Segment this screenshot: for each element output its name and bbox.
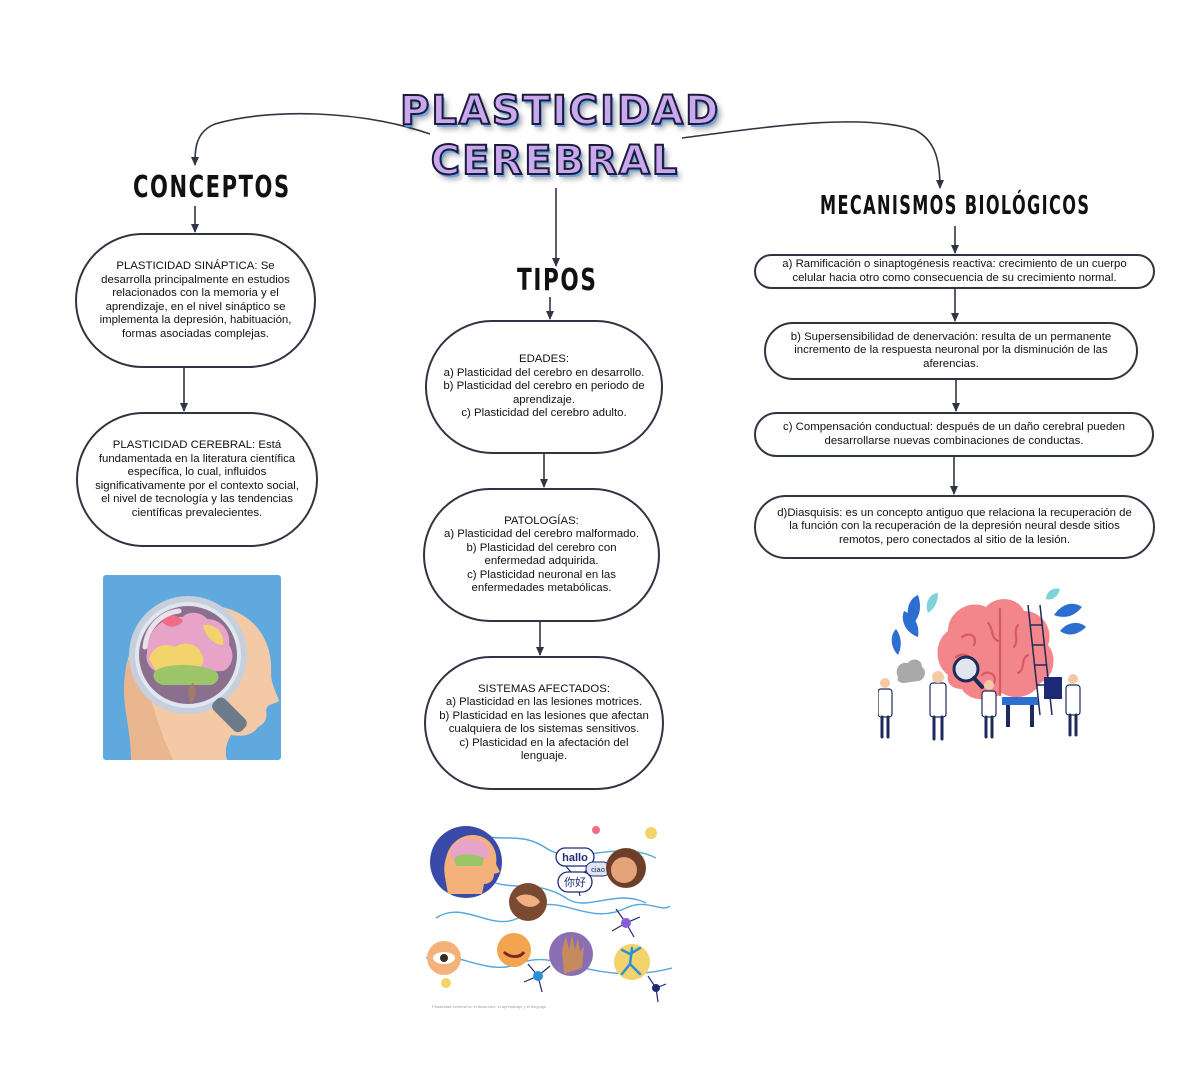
tipo-item: b) Plasticidad en las lesiones que afect… bbox=[439, 709, 649, 736]
tipo-item: c) Plasticidad neuronal en las enfermeda… bbox=[467, 568, 616, 595]
language-neurons-illustration: hallo ciao 你好 Plasticidad cerebral en el… bbox=[426, 818, 672, 1012]
scientists-brain-illustration bbox=[878, 585, 1090, 745]
tipo-title: PATOLOGÍAS: bbox=[504, 514, 579, 527]
mecanismo-node-diasquisis: d)Diasquisis: es un concepto antiguo que… bbox=[754, 495, 1155, 559]
mecanismo-text: a) Ramificación o sinaptogénesis reactiv… bbox=[782, 258, 1127, 284]
tipo-node-patologias: PATOLOGÍAS: a) Plasticidad del cerebro m… bbox=[423, 488, 660, 622]
heading-mecanismos: MECANISMOS BIOLÓGICOS bbox=[820, 191, 1091, 221]
concepto-node-cerebral: PLASTICIDAD CEREBRAL: Está fundamentada … bbox=[76, 412, 318, 547]
brain-magnifier-illustration bbox=[103, 575, 281, 760]
title-line-1: PLASTICIDAD bbox=[399, 87, 721, 135]
diagram-title: PLASTICIDAD CEREBRAL bbox=[399, 86, 721, 186]
concepto-text: PLASTICIDAD CEREBRAL: Está fundamentada … bbox=[95, 439, 299, 519]
mecanismo-node-compensacion: c) Compensación conductual: después de u… bbox=[754, 412, 1154, 457]
tipo-node-edades: EDADES: a) Plasticidad del cerebro en de… bbox=[425, 320, 663, 454]
tipo-item: a) Plasticidad en las lesiones motrices. bbox=[445, 696, 643, 708]
arrow-title-to-conceptos bbox=[191, 112, 431, 166]
speech-bubble-nihao: 你好 bbox=[564, 875, 586, 889]
mecanismo-text: b) Supersensibilidad de denervación: res… bbox=[790, 330, 1112, 370]
mecanismo-text: d)Diasquisis: es un concepto antiguo que… bbox=[777, 506, 1132, 546]
tipo-item: b) Plasticidad del cerebro con enfermeda… bbox=[466, 541, 617, 568]
mecanismo-node-supersensibilidad: b) Supersensibilidad de denervación: res… bbox=[764, 322, 1138, 380]
tipo-title: EDADES: bbox=[518, 353, 569, 366]
arrow-title-to-mecanismos bbox=[681, 121, 944, 189]
tipo-item: b) Plasticidad del cerebro en periodo de… bbox=[443, 380, 645, 406]
speech-bubble-ciao: ciao bbox=[591, 865, 605, 874]
heading-tipos: TIPOS bbox=[517, 263, 598, 298]
concepto-node-sinaptica: PLASTICIDAD SINÁPTICA: Se desarrolla pri… bbox=[75, 233, 316, 368]
tipo-item: a) Plasticidad del cerebro malformado. bbox=[444, 528, 639, 540]
heading-conceptos: CONCEPTOS bbox=[133, 170, 291, 205]
title-line-2: CEREBRAL bbox=[430, 137, 680, 185]
tipo-node-sistemas: SISTEMAS AFECTADOS: a) Plasticidad en la… bbox=[424, 656, 664, 790]
tipo-item: a) Plasticidad del cerebro en desarrollo… bbox=[443, 366, 645, 379]
illustration-caption: Plasticidad cerebral en el desarrollo, e… bbox=[432, 1004, 547, 1009]
concepto-text: PLASTICIDAD SINÁPTICA: Se desarrolla pri… bbox=[99, 260, 292, 340]
speech-bubble-hallo: hallo bbox=[562, 852, 588, 864]
mecanismo-node-ramificacion: a) Ramificación o sinaptogénesis reactiv… bbox=[754, 254, 1155, 289]
tipo-item: c) Plasticidad del cerebro adulto. bbox=[461, 407, 627, 420]
tipo-title: SISTEMAS AFECTADOS: bbox=[477, 682, 611, 695]
mecanismo-text: c) Compensación conductual: después de u… bbox=[783, 421, 1125, 447]
tipo-item: c) Plasticidad en la afectación del leng… bbox=[459, 736, 629, 763]
